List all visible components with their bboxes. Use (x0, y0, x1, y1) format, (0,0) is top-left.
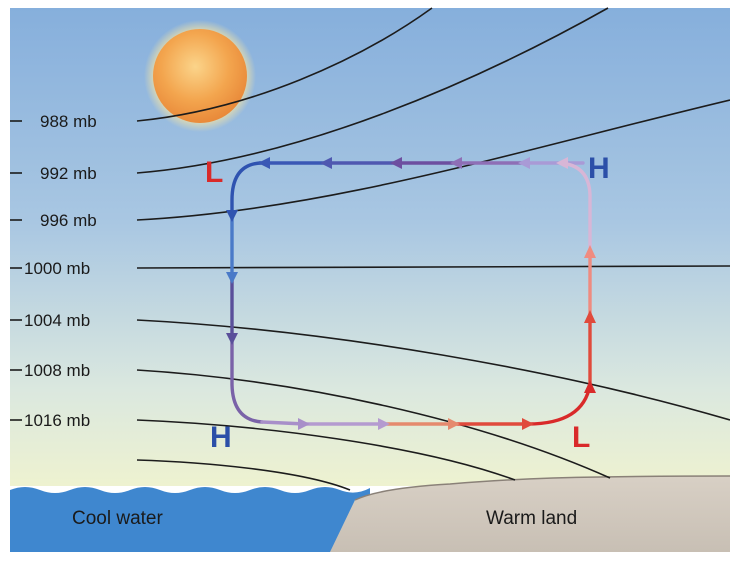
arrowhead-icon (450, 157, 462, 169)
arrowheads (226, 157, 596, 430)
arrowhead-icon (448, 418, 460, 430)
cool-water-area (10, 487, 370, 552)
coastline (354, 475, 730, 501)
isobar-1004 (136, 319, 730, 421)
arrowhead-icon (320, 157, 332, 169)
low-pressure-upper-label: L (205, 156, 223, 189)
arrowhead-icon (378, 418, 390, 430)
circulation-arrow (260, 420, 307, 426)
isobar-1016-upper (136, 419, 516, 481)
high-pressure-upper-label: H (588, 152, 610, 185)
isobar-1008 (136, 369, 611, 479)
arrowhead-icon (584, 310, 596, 323)
lower-isobars (136, 319, 730, 491)
isobar-988 (136, 7, 433, 122)
arrowhead-icon (226, 210, 238, 222)
arrowhead-icon (556, 157, 568, 169)
arrowhead-icon (522, 418, 534, 430)
isobar-992 (136, 7, 609, 174)
isobar-label: 996 mb (40, 211, 97, 230)
isobar-labels: 988 mb 992 mb 996 mb 1000 mb 1004 mb 100… (24, 112, 97, 430)
upper-isobars (136, 7, 730, 269)
arrowhead-icon (390, 157, 402, 169)
axis-ticks (10, 120, 22, 421)
isobar-1016-lower (136, 459, 351, 491)
isobar-label: 1000 mb (24, 259, 90, 278)
arrowhead-icon (226, 333, 238, 345)
cool-water-label: Cool water (72, 508, 163, 529)
circulation-arrow (230, 338, 264, 424)
circulation-arrow (230, 161, 262, 217)
arrowhead-icon (518, 157, 530, 169)
sun-icon (144, 20, 256, 132)
high-pressure-lower-label: H (210, 421, 232, 454)
arrowhead-icon (584, 245, 596, 258)
isobar-label: 988 mb (40, 112, 97, 131)
isobar-label: 992 mb (40, 164, 97, 183)
low-pressure-lower-label: L (572, 421, 590, 454)
isobar-1000 (136, 265, 730, 269)
isobar-label: 1004 mb (24, 311, 90, 330)
warm-land-area (330, 476, 730, 552)
isobar-label: 1016 mb (24, 411, 90, 430)
isobar-996 (136, 99, 730, 221)
arrowhead-icon (226, 272, 238, 284)
arrowhead-icon (584, 380, 596, 393)
sky-background (10, 8, 730, 486)
arrowhead-icon (258, 157, 270, 169)
isobar-label: 1008 mb (24, 361, 90, 380)
arrowhead-icon (298, 418, 310, 430)
warm-land-label: Warm land (486, 508, 577, 529)
